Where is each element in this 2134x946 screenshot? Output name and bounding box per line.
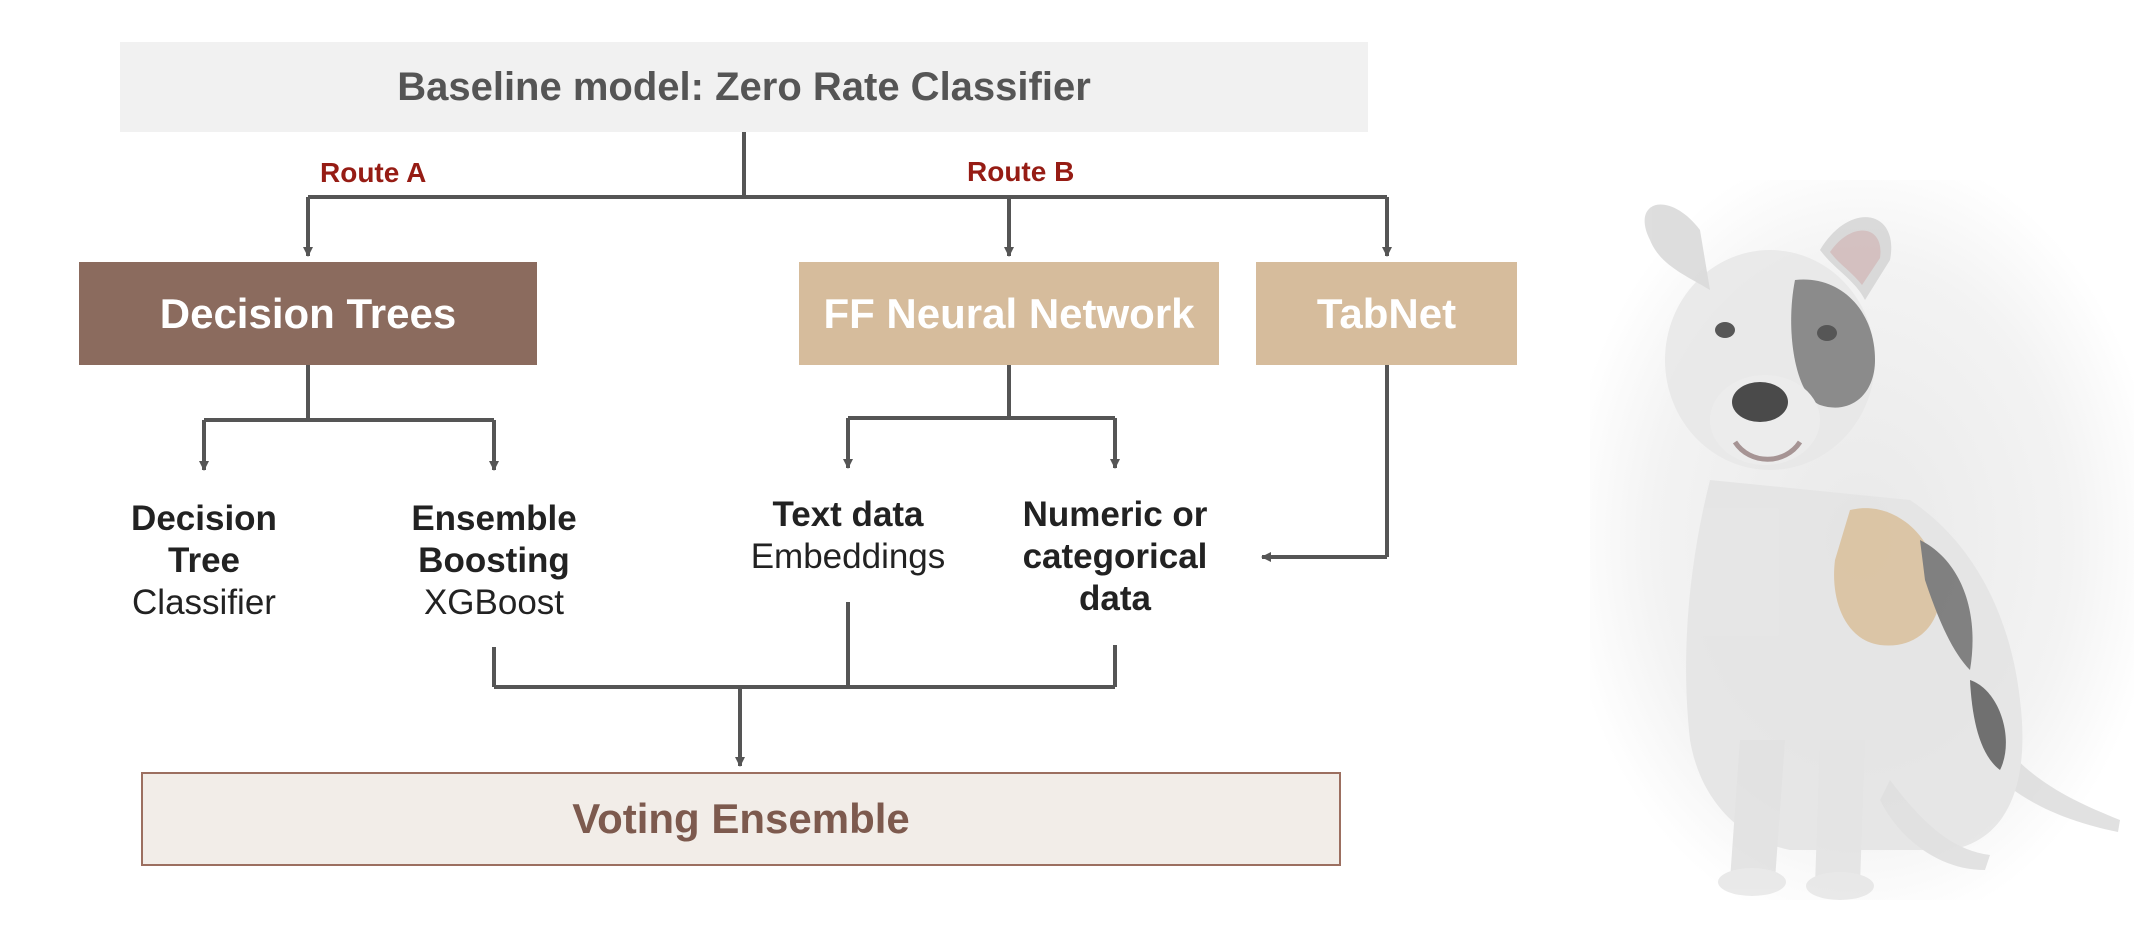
leaf-classifier-line: Classifier (132, 583, 276, 622)
route-a-label: Route A (320, 157, 427, 188)
voting-ensemble-box: Voting Ensemble (141, 772, 1341, 866)
route-b-label: Route B (967, 156, 1075, 187)
baseline-model-box: Baseline model: Zero Rate Classifier (120, 42, 1368, 132)
leaf-xgboost-line: XGBoost (423, 583, 565, 622)
leaf-embeddings-line: Embeddings (750, 537, 946, 576)
ff-neural-network-box: FF Neural Network (799, 262, 1219, 365)
baseline-model-label: Baseline model: Zero Rate Classifier (397, 64, 1091, 109)
tabnet-box: TabNet (1256, 262, 1517, 365)
leaf-ensemble-line1: Ensemble (411, 499, 577, 538)
dog-photo (1590, 180, 2134, 900)
leaf-text-data-line: Text data (772, 495, 924, 534)
leaf-tree-line2: Tree (168, 541, 240, 580)
voting-ensemble-label: Voting Ensemble (572, 795, 910, 842)
decision-trees-label: Decision Trees (159, 289, 457, 337)
text-data-leaf: Text data Embeddings (718, 494, 978, 578)
leaf-numeric-line2: categorical (1022, 537, 1208, 576)
decision-tree-classifier-leaf: Decision Tree Classifier (104, 498, 304, 624)
tabnet-label: TabNet (1316, 289, 1457, 337)
ff-neural-network-label: FF Neural Network (823, 289, 1195, 337)
leaf-numeric-line3: data (1079, 579, 1151, 618)
leaf-numeric-line1: Numeric or (1022, 495, 1208, 534)
leaf-boosting-line2: Boosting (418, 541, 570, 580)
decision-trees-box: Decision Trees (79, 262, 537, 365)
ensemble-boosting-leaf: Ensemble Boosting XGBoost (384, 498, 604, 624)
leaf-decision-line1: Decision (131, 499, 277, 538)
numeric-categorical-leaf: Numeric or categorical data (995, 494, 1235, 620)
